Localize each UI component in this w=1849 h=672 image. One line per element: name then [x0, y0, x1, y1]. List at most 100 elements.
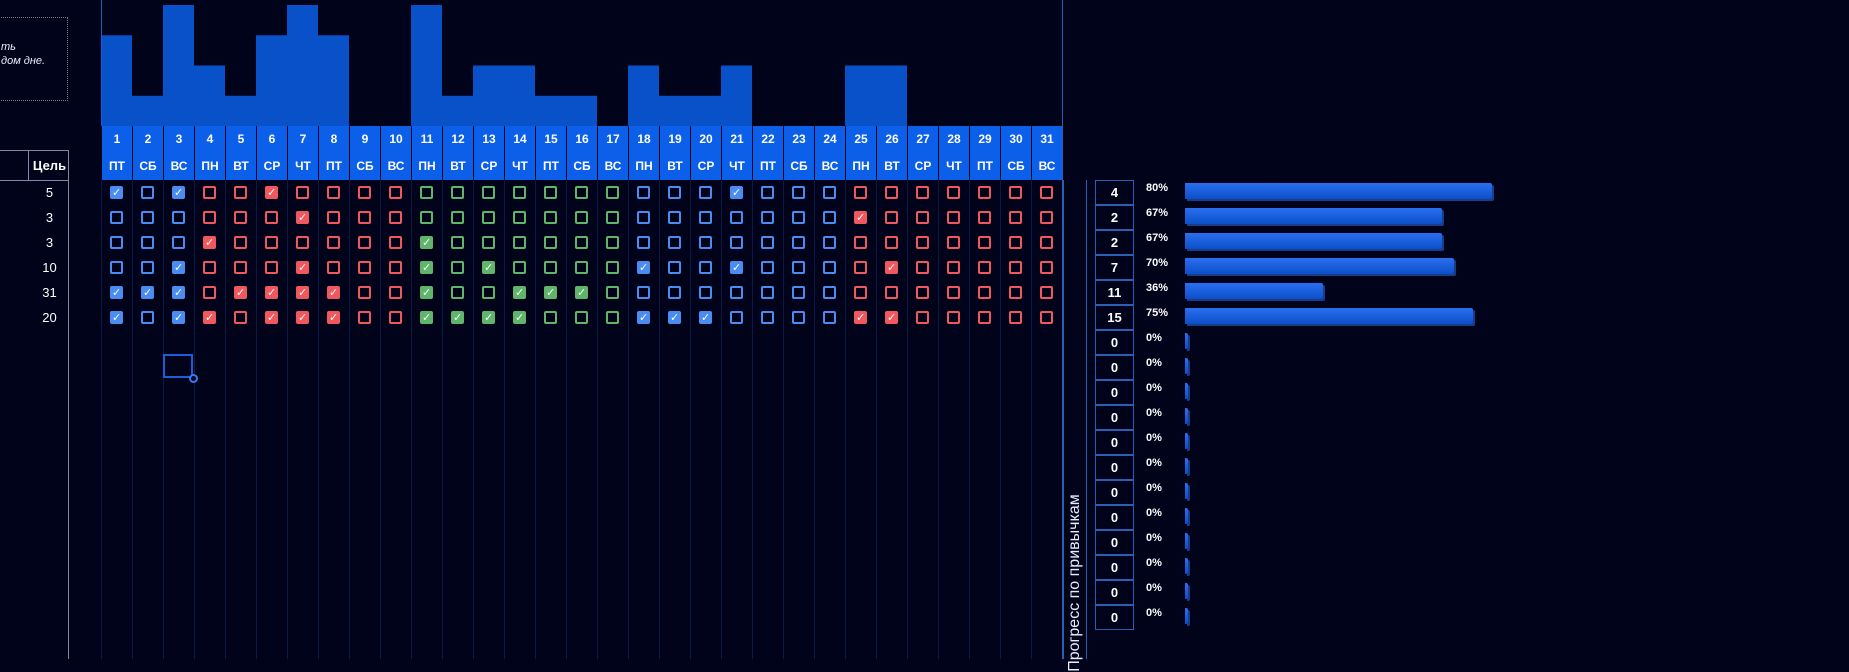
habit-checkbox[interactable] — [420, 186, 433, 199]
habit-checkbox[interactable] — [916, 261, 929, 274]
habit-checkbox[interactable] — [513, 236, 526, 249]
habit-checkbox-checked[interactable]: ✓ — [885, 261, 898, 274]
habit-checkbox[interactable] — [916, 186, 929, 199]
habit-checkbox[interactable] — [234, 261, 247, 274]
habit-checkbox-checked[interactable]: ✓ — [637, 261, 650, 274]
habit-checkbox[interactable] — [1040, 211, 1053, 224]
habit-checkbox[interactable] — [699, 261, 712, 274]
habit-checkbox[interactable] — [575, 311, 588, 324]
habit-checkbox[interactable] — [1040, 236, 1053, 249]
habit-checkbox[interactable] — [110, 236, 123, 249]
habit-checkbox[interactable] — [172, 211, 185, 224]
habit-checkbox[interactable] — [327, 261, 340, 274]
habit-checkbox-checked[interactable]: ✓ — [854, 211, 867, 224]
habit-checkbox[interactable] — [730, 286, 743, 299]
habit-checkbox[interactable] — [327, 211, 340, 224]
habit-checkbox[interactable] — [513, 186, 526, 199]
habit-checkbox[interactable] — [761, 236, 774, 249]
habit-checkbox[interactable] — [947, 261, 960, 274]
habit-checkbox[interactable] — [885, 286, 898, 299]
habit-checkbox[interactable] — [358, 211, 371, 224]
habit-checkbox-checked[interactable]: ✓ — [172, 186, 185, 199]
habit-checkbox[interactable] — [265, 236, 278, 249]
habit-checkbox[interactable] — [978, 186, 991, 199]
habit-checkbox-checked[interactable]: ✓ — [668, 311, 681, 324]
habit-checkbox[interactable] — [606, 211, 619, 224]
habit-checkbox[interactable] — [854, 286, 867, 299]
habit-checkbox[interactable] — [358, 261, 371, 274]
habit-checkbox[interactable] — [451, 211, 464, 224]
habit-checkbox[interactable] — [761, 211, 774, 224]
habit-checkbox-checked[interactable]: ✓ — [699, 311, 712, 324]
habit-checkbox[interactable] — [389, 311, 402, 324]
habit-checkbox[interactable] — [451, 236, 464, 249]
habit-checkbox[interactable] — [978, 286, 991, 299]
habit-checkbox-checked[interactable]: ✓ — [110, 311, 123, 324]
habit-checkbox-checked[interactable]: ✓ — [637, 311, 650, 324]
habit-checkbox[interactable] — [389, 236, 402, 249]
habit-checkbox[interactable] — [947, 286, 960, 299]
habit-checkbox-checked[interactable]: ✓ — [141, 286, 154, 299]
habit-checkbox[interactable] — [699, 186, 712, 199]
habit-checkbox[interactable] — [792, 236, 805, 249]
habit-checkbox[interactable] — [358, 311, 371, 324]
habit-checkbox-checked[interactable]: ✓ — [296, 286, 309, 299]
habit-checkbox[interactable] — [544, 261, 557, 274]
habit-checkbox[interactable] — [141, 186, 154, 199]
habit-checkbox[interactable] — [1040, 186, 1053, 199]
habit-checkbox[interactable] — [978, 261, 991, 274]
habit-checkbox[interactable] — [699, 211, 712, 224]
habit-checkbox[interactable] — [699, 286, 712, 299]
habit-checkbox[interactable] — [606, 311, 619, 324]
habit-checkbox-checked[interactable]: ✓ — [482, 311, 495, 324]
habit-checkbox-checked[interactable]: ✓ — [730, 186, 743, 199]
habit-checkbox[interactable] — [854, 186, 867, 199]
habit-checkbox[interactable] — [1009, 261, 1022, 274]
habit-checkbox[interactable] — [358, 286, 371, 299]
cell-selection-box[interactable] — [163, 354, 193, 378]
habit-checkbox[interactable] — [327, 236, 340, 249]
habit-checkbox[interactable] — [854, 261, 867, 274]
habit-checkbox[interactable] — [916, 236, 929, 249]
habit-checkbox-checked[interactable]: ✓ — [420, 236, 433, 249]
habit-checkbox[interactable] — [668, 286, 681, 299]
habit-checkbox-checked[interactable]: ✓ — [730, 261, 743, 274]
habit-checkbox[interactable] — [420, 211, 433, 224]
habit-checkbox[interactable] — [606, 236, 619, 249]
habit-checkbox[interactable] — [823, 236, 836, 249]
habit-checkbox[interactable] — [389, 286, 402, 299]
habit-checkbox[interactable] — [730, 236, 743, 249]
habit-checkbox[interactable] — [1040, 311, 1053, 324]
habit-checkbox[interactable] — [544, 186, 557, 199]
habit-checkbox-checked[interactable]: ✓ — [172, 311, 185, 324]
habit-checkbox[interactable] — [203, 211, 216, 224]
habit-checkbox[interactable] — [668, 211, 681, 224]
habit-checkbox-checked[interactable]: ✓ — [513, 311, 526, 324]
habit-checkbox[interactable] — [823, 261, 836, 274]
habit-checkbox[interactable] — [141, 236, 154, 249]
habit-checkbox[interactable] — [110, 261, 123, 274]
habit-checkbox[interactable] — [389, 261, 402, 274]
habit-checkbox[interactable] — [234, 236, 247, 249]
habit-checkbox[interactable] — [203, 261, 216, 274]
habit-checkbox-checked[interactable]: ✓ — [854, 311, 867, 324]
habit-checkbox[interactable] — [141, 211, 154, 224]
habit-checkbox[interactable] — [482, 286, 495, 299]
habit-checkbox[interactable] — [947, 211, 960, 224]
habit-checkbox[interactable] — [482, 211, 495, 224]
habit-checkbox[interactable] — [575, 261, 588, 274]
habit-checkbox-checked[interactable]: ✓ — [482, 261, 495, 274]
habit-checkbox[interactable] — [1009, 311, 1022, 324]
habit-checkbox-checked[interactable]: ✓ — [296, 211, 309, 224]
habit-checkbox[interactable] — [234, 186, 247, 199]
habit-checkbox[interactable] — [854, 236, 867, 249]
habit-checkbox[interactable] — [637, 286, 650, 299]
habit-checkbox[interactable] — [327, 186, 340, 199]
habit-checkbox[interactable] — [234, 211, 247, 224]
habit-checkbox-checked[interactable]: ✓ — [513, 286, 526, 299]
habit-checkbox[interactable] — [513, 211, 526, 224]
habit-checkbox[interactable] — [792, 286, 805, 299]
habit-checkbox[interactable] — [761, 186, 774, 199]
habit-checkbox[interactable] — [792, 261, 805, 274]
habit-checkbox-checked[interactable]: ✓ — [451, 311, 464, 324]
